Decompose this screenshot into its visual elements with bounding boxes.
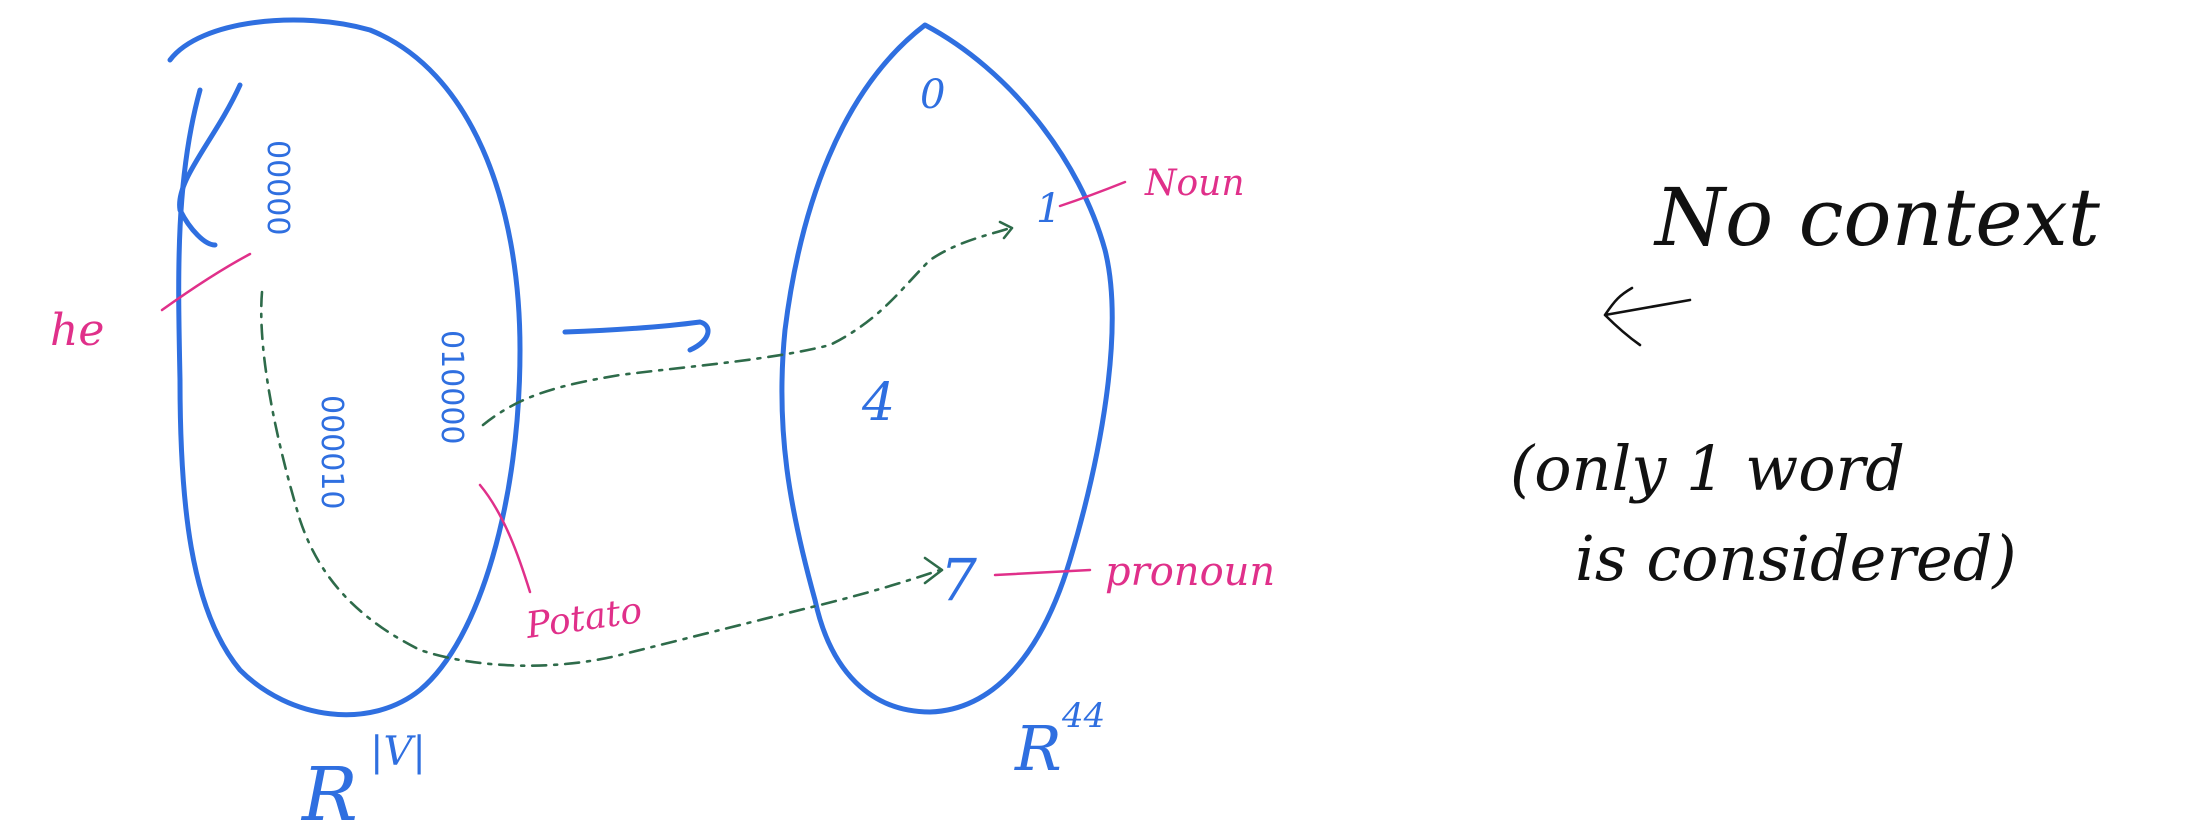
vector-he: 00000 [260,140,295,235]
vector-middle: 000010 [314,395,349,510]
left-set-label-superscript: |V| [370,729,426,775]
point-7: 7 [940,546,977,614]
annotation-noun: Noun [1144,163,1245,204]
potato-leader [478,483,532,594]
left-set-label-base: R [300,752,358,838]
he-leader [160,252,252,312]
vector-potato: 010000 [434,330,469,445]
mapping-potato-to-noun-head [998,220,1014,240]
mapping-he-to-pronoun [259,290,942,667]
point-4: 4 [861,373,895,433]
pronoun-leader [993,568,1092,577]
notes-line2: is considered) [1575,522,2017,595]
notes-line1: (only 1 word [1510,432,1905,505]
mapping-he-to-pronoun-head [923,556,944,585]
noun-leader [1058,180,1127,208]
point-1: 1 [1036,186,1061,232]
notes-title: No context [1653,171,2101,264]
right-set-outline [779,22,1115,715]
right-set-label-superscript: 44 [1061,696,1105,736]
mapping-potato-to-noun [481,226,1012,427]
right-set-label-base: R [1014,712,1062,785]
annotation-he: he [50,305,104,356]
annotation-potato: Potato [523,590,645,647]
back-arrow-icon [1603,286,1692,347]
mapping-arrow [562,319,711,353]
left-set-outline [167,17,523,718]
annotation-pronoun: pronoun [1105,549,1275,595]
point-0: 0 [920,72,945,118]
left-set-outline-tail [177,82,243,248]
